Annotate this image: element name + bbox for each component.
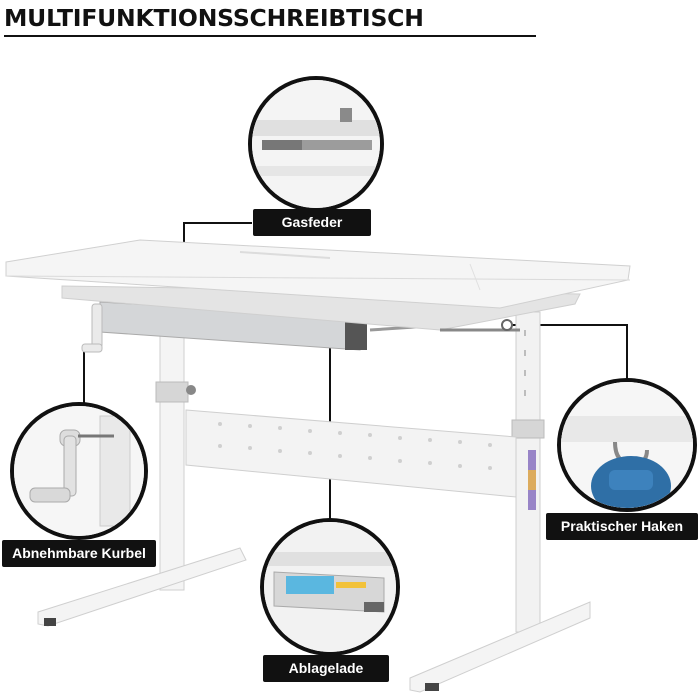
left-leg bbox=[37, 329, 247, 627]
haken-line bbox=[510, 324, 628, 380]
gasfeder-label: Gasfeder bbox=[253, 209, 371, 236]
gasfeder-line bbox=[183, 222, 252, 248]
cross-bar bbox=[185, 409, 517, 498]
gasfeder-detail-circle bbox=[248, 76, 384, 212]
title-underline bbox=[4, 35, 536, 37]
ablagelade-detail-circle bbox=[260, 518, 400, 656]
desktop bbox=[5, 239, 631, 331]
haken-detail-circle bbox=[557, 378, 697, 512]
hook-bar bbox=[440, 319, 520, 332]
page-title: MULTIFUNKTIONSSCHREIBTISCH bbox=[4, 4, 424, 32]
crank bbox=[81, 303, 103, 353]
kurbel-label: Abnehmbare Kurbel bbox=[2, 540, 156, 567]
ablagelade-label: Ablagelade bbox=[263, 655, 389, 682]
kurbel-detail-circle bbox=[10, 402, 148, 540]
haken-label: Praktischer Haken bbox=[546, 513, 698, 540]
